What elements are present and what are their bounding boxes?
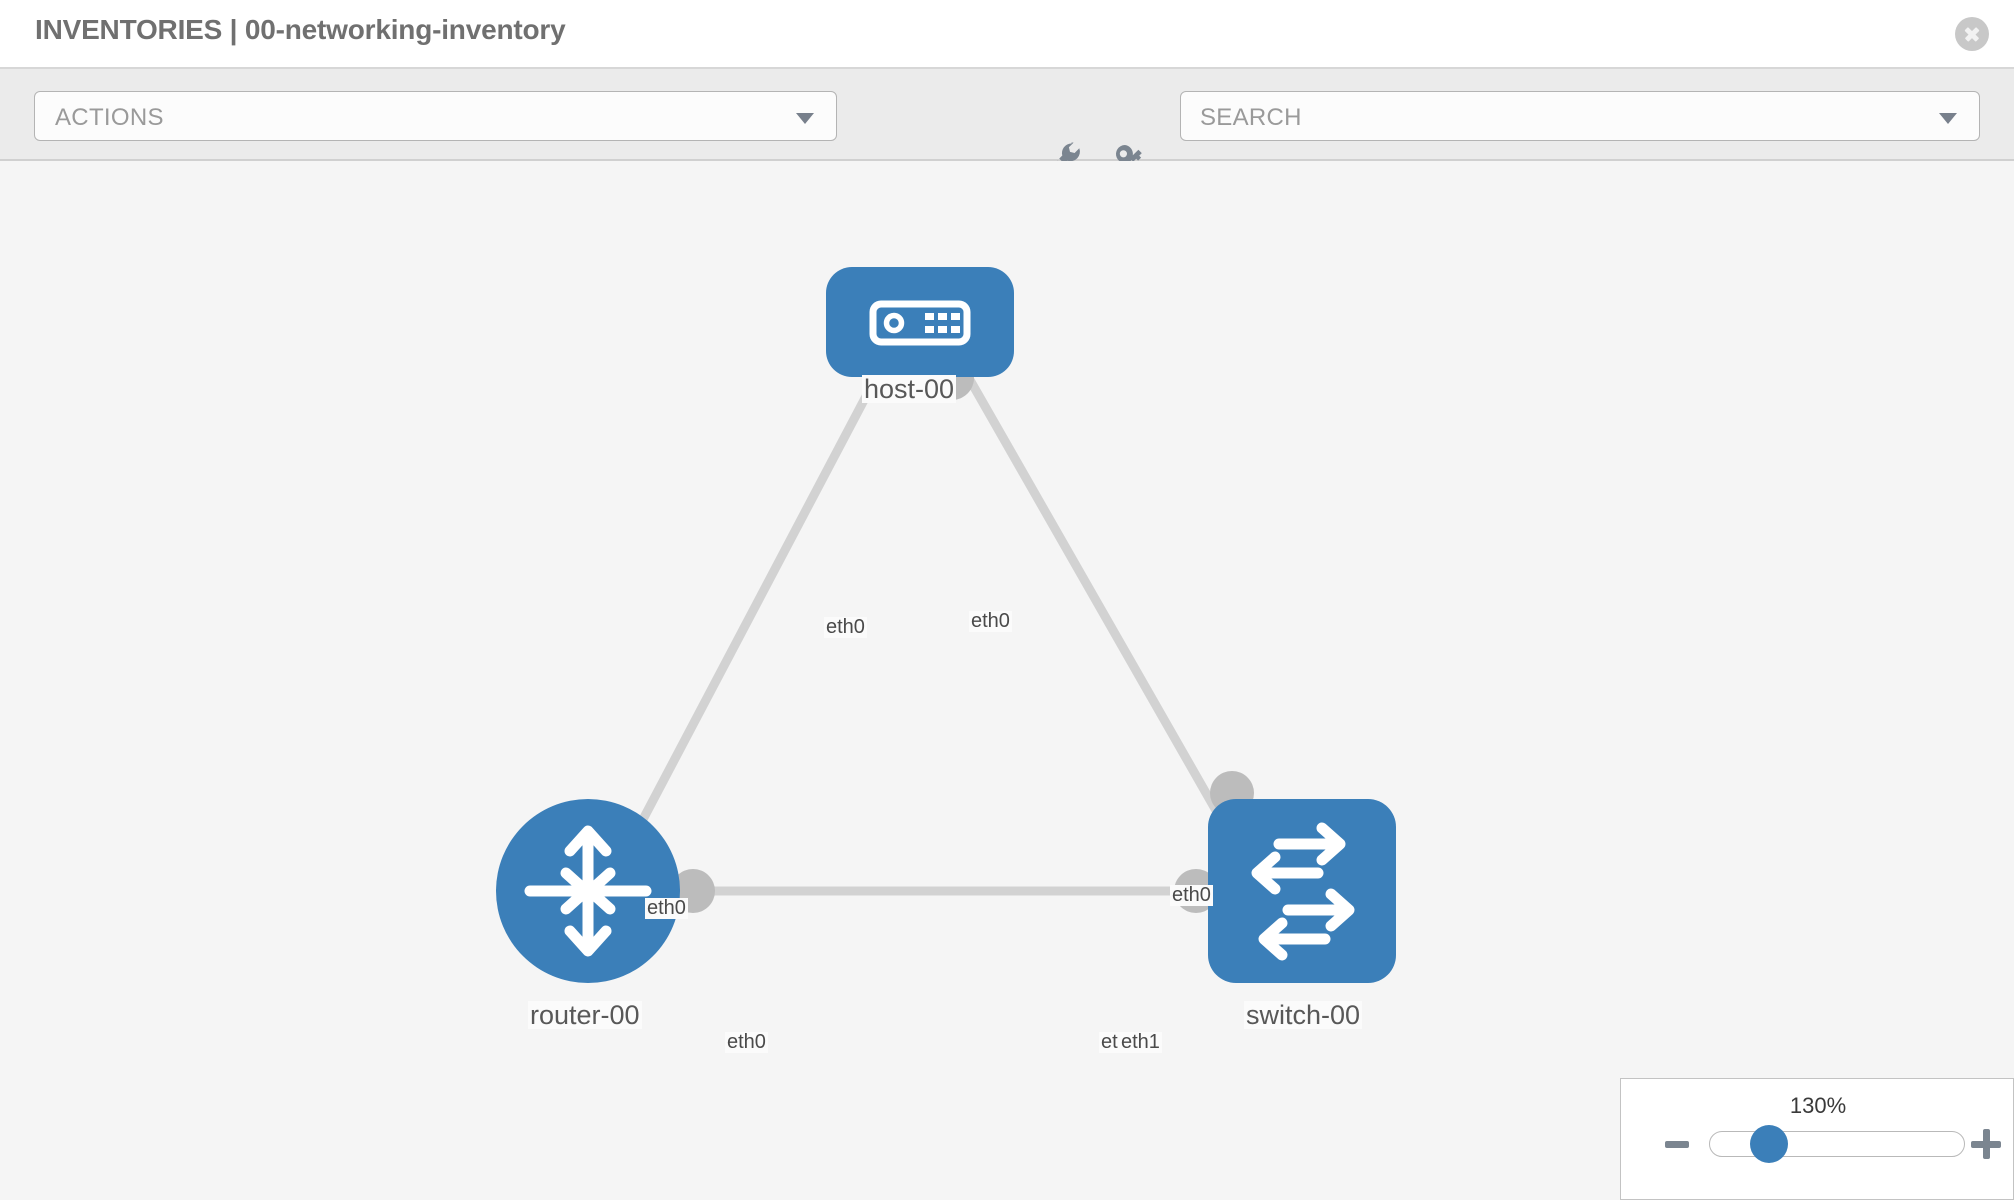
topology-links	[616, 363, 1250, 896]
server-icon	[869, 300, 971, 346]
node-host-00-body[interactable]	[826, 267, 1014, 377]
node-router-00[interactable]	[496, 799, 680, 983]
topology-sockets	[671, 356, 1254, 913]
iface-label-host00-right: eth0	[969, 610, 1012, 632]
node-switch-00[interactable]	[1208, 799, 1396, 983]
page-header: INVENTORIES | 00-networking-inventory	[0, 0, 2014, 69]
key-icon[interactable]	[1108, 135, 1154, 181]
node-switch-00-body[interactable]	[1208, 799, 1396, 983]
iface-label-router00-uplink: eth0	[645, 897, 688, 919]
node-label-host-00: host-00	[862, 374, 957, 404]
zoom-out-button[interactable]	[1665, 1141, 1689, 1148]
iface-label-host00-left: eth0	[824, 616, 867, 638]
chevron-down-icon	[796, 113, 814, 124]
search-input[interactable]: SEARCH	[1180, 91, 1980, 141]
zoom-slider-thumb[interactable]	[1750, 1125, 1788, 1163]
chevron-down-icon	[1939, 113, 1957, 124]
zoom-slider-track[interactable]	[1709, 1131, 1965, 1157]
node-label-router-00: router-00	[528, 1000, 642, 1030]
node-label-switch-00: switch-00	[1244, 1000, 1363, 1030]
zoom-control-panel: 130%	[1620, 1078, 2014, 1200]
zoom-in-button[interactable]	[1971, 1129, 2001, 1159]
iface-label-router00-eth0: eth0	[725, 1031, 768, 1053]
iface-label-switch00-uplink: eth0	[1170, 884, 1213, 906]
topology-graph	[496, 267, 1396, 983]
node-host-00[interactable]	[826, 267, 1014, 377]
zoom-level-label: 130%	[1789, 1093, 1847, 1118]
close-icon[interactable]	[1955, 17, 1989, 51]
link-host00-switch00[interactable]	[958, 363, 1250, 866]
search-placeholder: SEARCH	[1200, 104, 1302, 131]
actions-dropdown[interactable]: ACTIONS	[34, 91, 837, 141]
toolbar: ACTIONS SEARCH	[0, 69, 2014, 176]
link-host00-router00[interactable]	[616, 363, 886, 866]
router-arrows-icon	[524, 825, 652, 957]
switch-arrows-icon	[1251, 822, 1355, 961]
page-title: INVENTORIES | 00-networking-inventory	[35, 14, 566, 45]
iface-label-switch00-eth1: eth1	[1119, 1031, 1162, 1053]
topology-canvas[interactable]: host-00 router-00 switch-00 eth0 eth0 et…	[0, 161, 2014, 1200]
actions-dropdown-label: ACTIONS	[55, 104, 164, 131]
